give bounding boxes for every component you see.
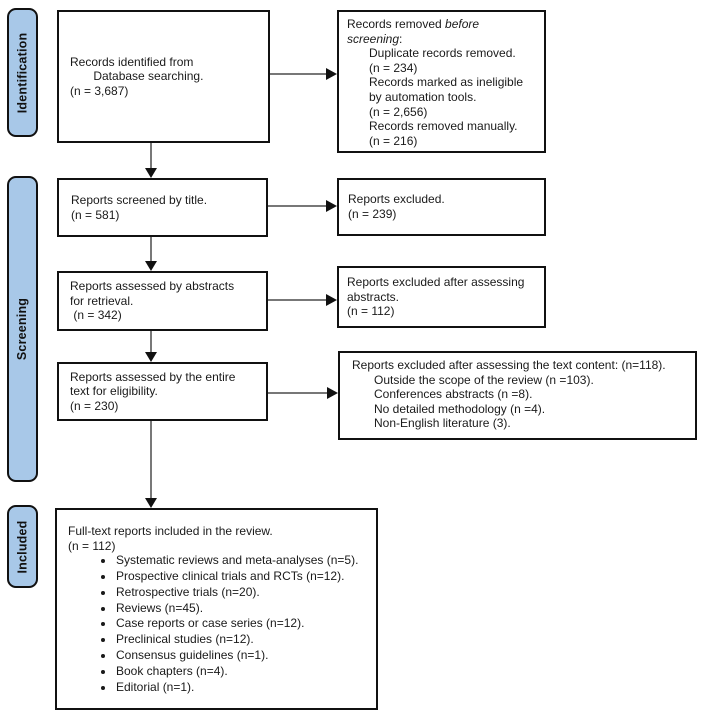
arrow-abstracts-to-excluded bbox=[268, 294, 337, 306]
box-reports-screened-title: Reports screened by title. (n = 581) bbox=[57, 178, 268, 237]
stage-label-screening-text: Screening bbox=[15, 297, 30, 361]
reports-excluded-fulltext-heading: Reports excluded after assessing the tex… bbox=[352, 358, 666, 372]
arrow-fulltext-to-included bbox=[145, 421, 157, 508]
reports-assessed-abstracts-text: Reports assessed by abstracts for retrie… bbox=[70, 279, 235, 323]
included-bullet-item: Systematic reviews and meta-analyses (n=… bbox=[115, 553, 370, 569]
records-removed-details: Duplicate records removed. (n = 234) Rec… bbox=[369, 46, 524, 148]
reports-screened-title-text: Reports screened by title. (n = 581) bbox=[71, 192, 208, 222]
reports-excluded-fulltext-details: Outside the scope of the review (n =103)… bbox=[374, 372, 594, 431]
reports-excluded-title-text: Reports excluded. (n = 239) bbox=[348, 192, 445, 221]
box-fulltext-included: Full-text reports included in the review… bbox=[55, 508, 378, 710]
records-removed-heading-italic: before screening bbox=[347, 17, 480, 46]
stage-label-screening: Screening bbox=[7, 176, 38, 482]
box-reports-assessed-abstracts: Reports assessed by abstracts for retrie… bbox=[57, 271, 268, 331]
included-bullet-item: Reviews (n=45). bbox=[115, 601, 370, 617]
stage-label-included-text: Included bbox=[15, 520, 30, 573]
records-removed-heading: Records removed before screening: bbox=[347, 17, 540, 46]
included-bullet-item: Retrospective trials (n=20). bbox=[115, 585, 370, 601]
stage-label-identification-text: Identification bbox=[15, 32, 30, 113]
arrow-screened-to-excluded bbox=[268, 200, 337, 212]
included-bullet-item: Case reports or case series (n=12). bbox=[115, 616, 370, 632]
records-identified-text: Records identified from Database searchi… bbox=[70, 54, 204, 98]
box-records-removed: Records removed before screening: Duplic… bbox=[337, 10, 546, 153]
stage-label-identification: Identification bbox=[7, 8, 38, 137]
reports-excluded-abstracts-text: Reports excluded after assessing abstrac… bbox=[347, 275, 525, 319]
included-bullet-item: Consensus guidelines (n=1). bbox=[115, 648, 370, 664]
box-reports-excluded-title: Reports excluded. (n = 239) bbox=[337, 178, 546, 236]
included-bullet-item: Editorial (n=1). bbox=[115, 680, 370, 696]
records-removed-heading-prefix: Records removed bbox=[347, 17, 446, 31]
included-bullet-item: Book chapters (n=4). bbox=[115, 664, 370, 680]
reports-assessed-fulltext-text: Reports assessed by the entire text for … bbox=[70, 369, 236, 413]
arrow-abstracts-to-fulltext bbox=[145, 331, 157, 362]
included-bullet-item: Prospective clinical trials and RCTs (n=… bbox=[115, 569, 370, 585]
arrow-identified-to-removed bbox=[270, 68, 337, 80]
records-removed-heading-suffix: : bbox=[399, 31, 403, 46]
arrow-identified-to-screened bbox=[145, 143, 157, 178]
included-bullet-item: Preclinical studies (n=12). bbox=[115, 632, 370, 648]
arrow-fulltext-to-excluded bbox=[268, 387, 338, 399]
stage-label-included: Included bbox=[7, 505, 38, 588]
box-reports-assessed-fulltext: Reports assessed by the entire text for … bbox=[57, 362, 268, 421]
box-records-identified: Records identified from Database searchi… bbox=[57, 10, 270, 143]
included-bullet-list: Systematic reviews and meta-analyses (n=… bbox=[68, 553, 370, 695]
box-reports-excluded-abstracts: Reports excluded after assessing abstrac… bbox=[337, 266, 546, 328]
arrow-screened-to-abstracts bbox=[145, 237, 157, 271]
box-reports-excluded-fulltext: Reports excluded after assessing the tex… bbox=[338, 351, 697, 440]
fulltext-included-heading: Full-text reports included in the review… bbox=[68, 524, 273, 553]
